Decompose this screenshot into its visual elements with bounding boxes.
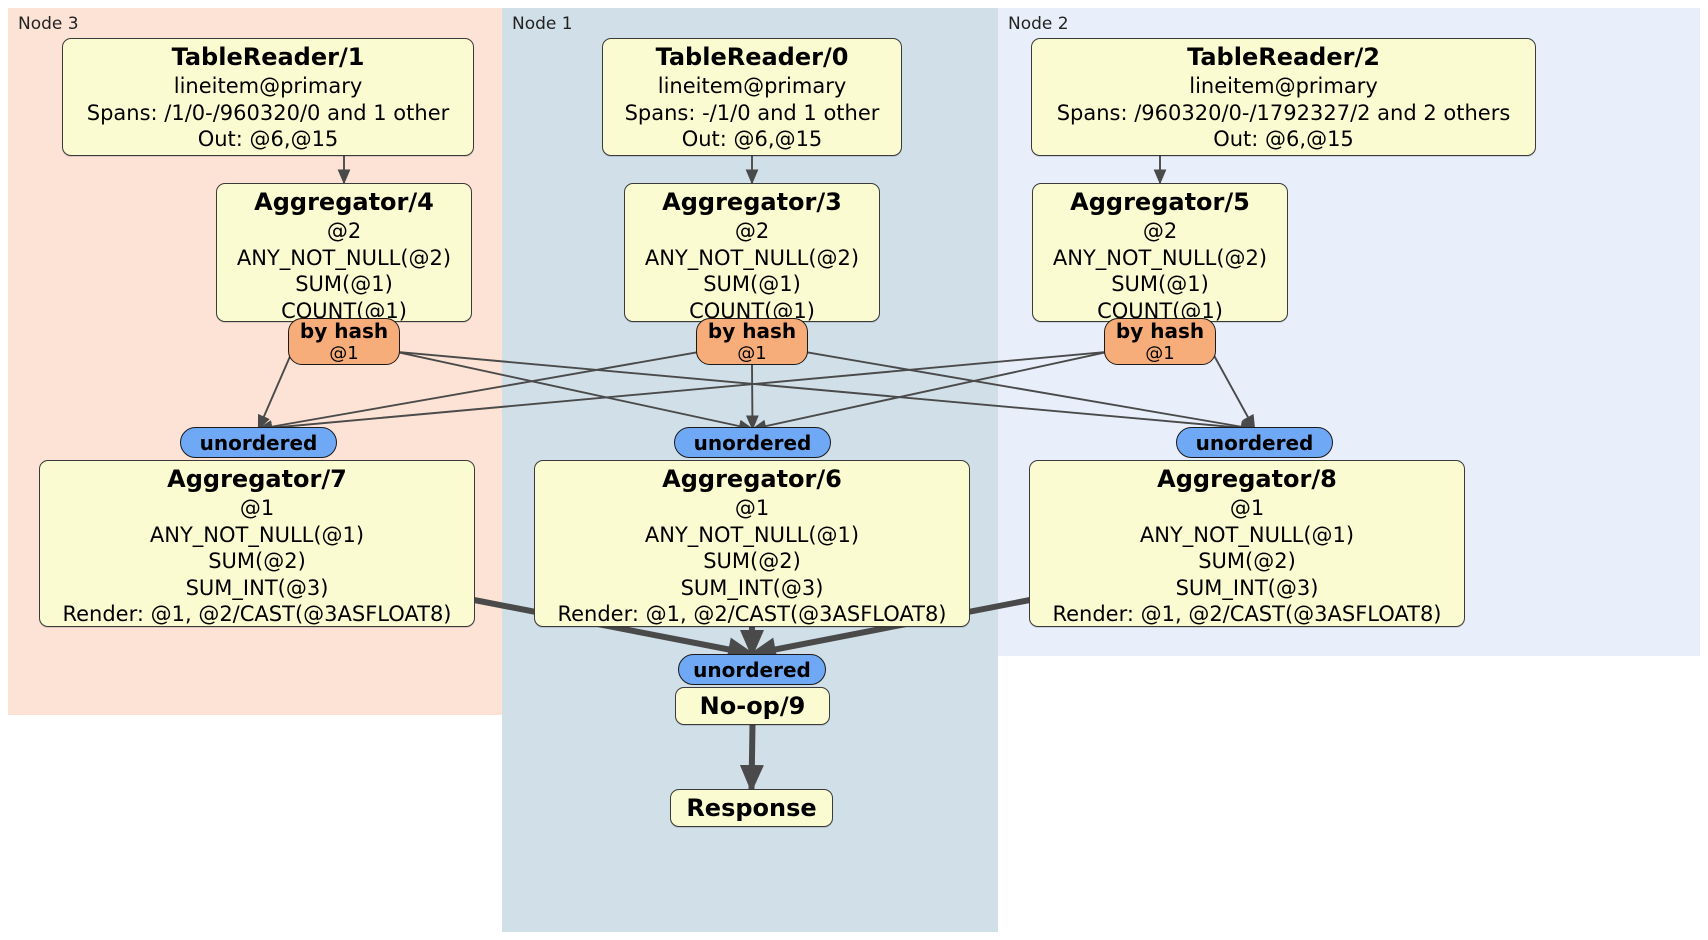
processor-detail-line: lineitem@primary — [1189, 74, 1378, 98]
processor-response[interactable]: Response — [670, 789, 833, 827]
unordered-receiver-unord6[interactable]: unordered — [674, 427, 831, 458]
processor-title: No-op/9 — [699, 692, 806, 720]
processor-title: Aggregator/3 — [662, 188, 842, 216]
processor-detail-line: ANY_NOT_NULL(@1) — [644, 522, 860, 547]
hash-router-key: @1 — [737, 342, 767, 364]
processor-detail-line: @2 — [734, 219, 770, 243]
processor-detail-line: @1 — [239, 496, 275, 520]
processor-detail-line: SUM(@1) — [295, 272, 393, 296]
processor-title: Aggregator/4 — [254, 188, 434, 216]
processor-detail-line: SUM(@1) — [1111, 272, 1209, 296]
processor-detail-line: Out: @6,@15 — [197, 127, 339, 151]
processor-detail-line: @2 — [1142, 219, 1178, 243]
unordered-receiver-label: unordered — [1195, 430, 1314, 455]
hash-router-hash5[interactable]: by hash@1 — [1104, 318, 1216, 365]
processor-detail-line: ANY_NOT_NULL(@2) — [1052, 245, 1268, 270]
processor-title: Aggregator/7 — [167, 465, 347, 493]
hash-router-hash3[interactable]: by hash@1 — [696, 318, 808, 365]
unordered-receiver-unord9[interactable]: unordered — [678, 654, 826, 685]
processor-title: Aggregator/6 — [662, 465, 842, 493]
processor-detail-line: SUM(@2) — [208, 549, 306, 573]
processor-detail-line: ANY_NOT_NULL(@2) — [236, 245, 452, 270]
unordered-receiver-label: unordered — [693, 657, 811, 682]
processor-detail-line: SUM(@2) — [703, 549, 801, 573]
processor-detail-line: ANY_NOT_NULL(@2) — [644, 245, 860, 270]
processor-noop9[interactable]: No-op/9 — [675, 687, 830, 725]
processor-detail-line: Spans: /960320/0-/1792327/2 and 2 others — [1056, 100, 1511, 125]
processor-title: Response — [686, 794, 817, 822]
processor-detail-line: @1 — [1229, 496, 1265, 520]
processor-detail-line: lineitem@primary — [657, 74, 847, 98]
processor-detail-line: lineitem@primary — [173, 74, 363, 98]
processor-detail-line: Out: @6,@15 — [681, 127, 823, 151]
processor-detail-line: Render: @1, @2/CAST(@3ASFLOAT8) — [557, 602, 947, 626]
unordered-receiver-unord8[interactable]: unordered — [1176, 427, 1333, 458]
unordered-receiver-label: unordered — [693, 430, 812, 455]
processor-title: TableReader/1 — [171, 43, 365, 71]
node-label-node1: Node 1 — [512, 14, 573, 34]
hash-router-label: by hash — [707, 318, 797, 343]
processor-detail-line: Out: @6,@15 — [1213, 127, 1354, 151]
processor-detail-line: SUM(@1) — [703, 272, 801, 296]
processor-title: Aggregator/5 — [1070, 188, 1250, 216]
processor-detail-line: @2 — [326, 219, 362, 243]
hash-router-hash4[interactable]: by hash@1 — [288, 318, 400, 365]
processor-detail-line: Spans: -/1/0 and 1 other — [624, 100, 880, 125]
processor-detail-line: SUM(@2) — [1198, 549, 1296, 573]
processor-title: TableReader/2 — [1187, 43, 1380, 71]
hash-router-label: by hash — [299, 318, 389, 343]
processor-detail-line: ANY_NOT_NULL(@1) — [149, 522, 365, 547]
processor-title: Aggregator/8 — [1157, 465, 1337, 493]
unordered-receiver-unord7[interactable]: unordered — [180, 427, 337, 458]
processor-detail-line: Spans: /1/0-/960320/0 and 1 other — [86, 100, 450, 125]
processor-detail-line: SUM_INT(@3) — [1175, 575, 1319, 600]
node-label-node2: Node 2 — [1008, 14, 1069, 34]
hash-router-key: @1 — [1145, 342, 1175, 364]
processor-detail-line: @1 — [734, 496, 770, 520]
unordered-receiver-label: unordered — [199, 430, 318, 455]
processor-detail-line: SUM_INT(@3) — [185, 575, 329, 600]
processor-detail-line: SUM_INT(@3) — [680, 575, 824, 600]
hash-router-key: @1 — [329, 342, 359, 364]
processor-detail-line: Render: @1, @2/CAST(@3ASFLOAT8) — [1052, 602, 1442, 626]
processor-detail-line: ANY_NOT_NULL(@1) — [1139, 522, 1355, 547]
processor-detail-line: Render: @1, @2/CAST(@3ASFLOAT8) — [62, 602, 452, 626]
node-label-node3: Node 3 — [18, 14, 79, 34]
hash-router-label: by hash — [1115, 318, 1205, 343]
processor-title: TableReader/0 — [655, 43, 849, 71]
